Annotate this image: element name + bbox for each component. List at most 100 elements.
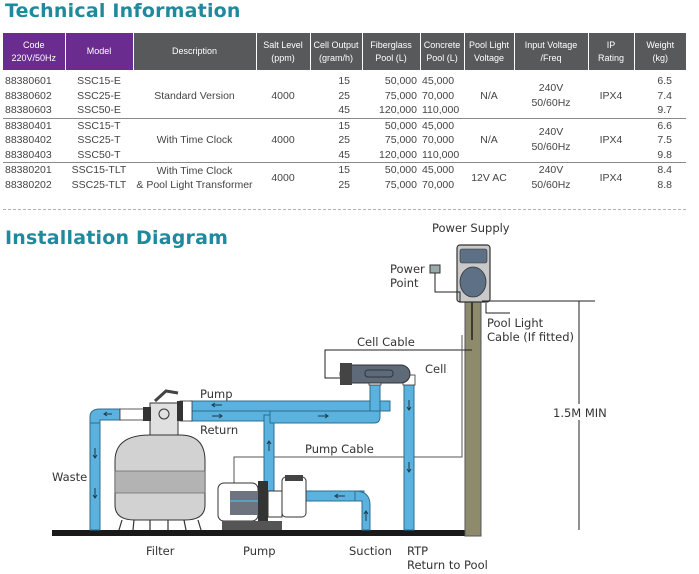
header-line-1: Input Voltage [524, 39, 578, 50]
header-line-1: Code [22, 39, 45, 50]
power-point-icon [429, 264, 441, 274]
label-filter: Filter [146, 544, 175, 558]
label-pump-line: Pump [200, 387, 233, 401]
input-voltage-line: 240V [538, 126, 564, 139]
label-pump-cable: Pump Cable [305, 442, 374, 456]
label-pool-light-cable-1: Pool Light [487, 316, 544, 330]
cell-concrete-pool: 70,000 [422, 89, 455, 102]
header-line-2: (ppm) [271, 52, 295, 63]
column-header: Salt Level(ppm) [256, 33, 311, 70]
cell-weight: 6.5 [657, 75, 672, 87]
cell-description: With Time Clock [133, 117, 256, 163]
header-line-2: 220V/50Hz [11, 52, 57, 63]
input-voltage-line: 50/60Hz [531, 179, 571, 191]
cell-code: 88380202 [5, 179, 52, 192]
cell-pool-light-voltage: N/A [464, 117, 514, 163]
cell-pool-light-voltage: N/A [480, 89, 498, 102]
cell-salt-level: 4000 [271, 89, 295, 102]
header-line-1: Cell Output [313, 39, 359, 50]
cell-code: 88380601 [5, 75, 52, 87]
cell-fiberglass-pool: 50,000 [362, 117, 420, 133]
cell-weight: 9.8 [657, 148, 672, 161]
installation-diagram-title: Installation Diagram [5, 227, 229, 249]
cell-concrete-pool: 110,000 [422, 148, 460, 161]
label-pool-light-cable-2: Cable (If fitted) [487, 330, 574, 344]
label-height-min: 1.5M MIN [553, 406, 607, 420]
input-voltage-line: 240V [538, 164, 564, 176]
cell-weight: 7.4 [657, 89, 672, 102]
cell-fiberglass-pool: 120,000 [379, 148, 417, 161]
cell-model: SSC25-T [77, 134, 121, 146]
cell-code: 88380402 [5, 134, 52, 146]
column-header: Model [65, 33, 134, 70]
cell-concrete-pool: 110,000 [422, 104, 460, 116]
technical-information-title: Technical Information [5, 0, 241, 22]
cell-output: 25 [338, 134, 350, 146]
power-cable [434, 273, 461, 302]
cell-salt-level: 4000 [256, 162, 310, 193]
power-supply-unit [456, 244, 491, 303]
cell-weight: 6.6 [634, 117, 686, 133]
label-pump: Pump [243, 544, 276, 558]
cell-code: 88380602 [5, 89, 52, 102]
header-line-1: Concrete [423, 39, 461, 50]
label-power-point-2: Point [390, 276, 419, 290]
cell-fiberglass-pool: 75,000 [384, 89, 417, 102]
cell-fiberglass-pool: 75,000 [384, 134, 417, 146]
cell-ip-rating: IPX4 [599, 89, 623, 102]
mounting-post [464, 280, 482, 537]
header-line-1: IP [606, 39, 616, 50]
cell-weight: 9.7 [657, 104, 672, 116]
column-header: IP Rating [588, 33, 635, 70]
label-power-supply: Power Supply [432, 221, 510, 235]
cell-weight: 8.8 [657, 179, 672, 192]
cell-output: 15 [310, 162, 362, 178]
cell-fiberglass-pool: 50,000 [362, 162, 420, 178]
cell-code: 88380401 [3, 117, 65, 133]
header-line-2: Pool (L) [375, 52, 407, 63]
column-header: Input Voltage/Freq [514, 33, 589, 70]
cell-fiberglass-pool: 50,000 [384, 75, 417, 87]
cell-concrete-pool: 70,000 [422, 179, 455, 192]
label-waste: Waste [52, 470, 87, 484]
cell-pool-light-voltage: 12V AC [464, 162, 514, 193]
description-line: With Time Clock [156, 164, 233, 177]
cell-concrete-pool: 45,000 [422, 75, 455, 87]
cell-model: SSC15-T [65, 117, 133, 133]
cell-output: 25 [338, 89, 350, 102]
cell-model: SSC50-T [77, 148, 121, 161]
header-line-1: Fiberglass [370, 39, 412, 50]
column-header: Description [133, 33, 257, 70]
header-line-2: Rating [597, 52, 624, 63]
cell-code: 88380603 [5, 104, 52, 116]
header-line-1: Description [171, 46, 218, 56]
installation-diagram: Power Supply Power Point Pool Light Cabl… [52, 221, 608, 572]
cell-ip-rating: IPX4 [588, 117, 634, 163]
header-line-2: (kg) [652, 52, 669, 63]
input-voltage-line: 240V [538, 81, 564, 94]
cell-output: 45 [338, 104, 350, 116]
cell-description: With Time Clock& Pool Light Transformer [133, 162, 256, 193]
cell-output: 45 [338, 148, 350, 161]
cell-code: 88380201 [3, 162, 65, 178]
column-header: Cell Output(gram/h) [310, 33, 363, 70]
section-divider [3, 209, 686, 210]
description-line: Standard Version [154, 89, 235, 102]
ground-line [52, 530, 466, 536]
cell-weight: 8.4 [634, 162, 686, 178]
label-power-point-1: Power [390, 262, 425, 276]
header-line-2: /Freq [540, 52, 562, 63]
cell-fiberglass-pool: 120,000 [379, 104, 417, 116]
cell-input-voltage: 240V 50/60Hz [514, 162, 588, 193]
cell-description: Standard Version [133, 70, 256, 118]
cell-concrete-pool: 70,000 [422, 134, 455, 146]
